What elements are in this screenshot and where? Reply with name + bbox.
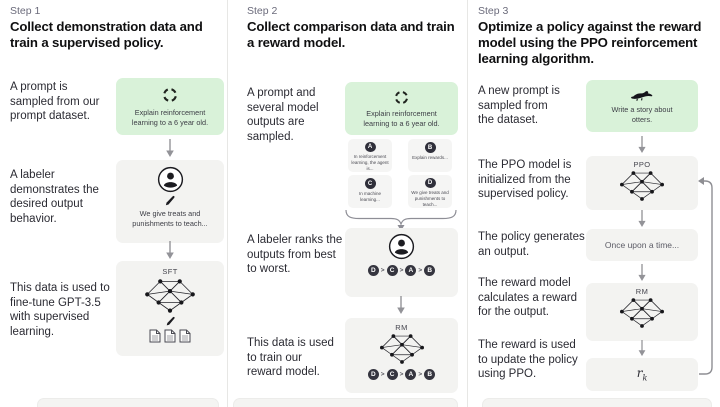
rank-separator: > xyxy=(418,267,423,274)
output-text: Explain rewards... xyxy=(412,155,448,160)
rank-separator: > xyxy=(380,267,385,274)
step3-ppo-box: PPO xyxy=(586,156,698,210)
step3-title: Optimize a policy against the reward mod… xyxy=(478,19,702,67)
step3-prompt-caption: Write a story about otters. xyxy=(611,105,673,124)
down-arrow-icon xyxy=(165,139,175,158)
output-text: We give treats and punishments to teach.… xyxy=(411,190,449,208)
step2-text-train: This data is used to train our reward mo… xyxy=(247,337,334,379)
output-card-b: B Explain rewards... xyxy=(408,139,452,172)
neural-network-icon xyxy=(379,333,425,365)
step2-text-ranks: A labeler ranks the outputs from best to… xyxy=(247,234,343,276)
step2-label: Step 2 xyxy=(247,5,278,17)
labeler-person-icon xyxy=(157,166,184,193)
neural-network-icon xyxy=(619,170,665,202)
labeler-person-icon xyxy=(388,233,415,260)
step1-prompt-box: Explain reinforcement learning to a 6 ye… xyxy=(116,78,224,135)
step1-title: Collect demonstration data and train a s… xyxy=(10,19,203,51)
rank-item: D xyxy=(367,265,379,276)
step3-text-calculates: The reward model calculates a reward for… xyxy=(478,277,578,319)
refresh-icon xyxy=(161,86,179,104)
rank-separator: > xyxy=(399,267,404,274)
rank-item: C xyxy=(386,265,398,276)
sft-label: SFT xyxy=(162,267,178,276)
ppo-label: PPO xyxy=(633,160,651,169)
step1-label: Step 1 xyxy=(10,5,41,17)
step1-text-finetune: This data is used to fine-tune GPT-3.5 w… xyxy=(10,282,110,339)
next-row-box-partial xyxy=(482,398,712,407)
documents-icon xyxy=(149,329,191,343)
step2-text-sampled: A prompt and several model outputs are s… xyxy=(247,87,319,144)
step3-output-box: Once upon a time... xyxy=(586,229,698,261)
next-row-box-partial xyxy=(233,398,458,407)
rank-item: C xyxy=(386,369,398,380)
neural-network-icon xyxy=(144,278,196,314)
step3-output-caption: Once upon a time... xyxy=(604,240,680,250)
step1-prompt-caption: Explain reinforcement learning to a 6 ye… xyxy=(131,107,209,127)
column-divider xyxy=(467,0,468,407)
output-card-a: A In reinforcement learning, the agent i… xyxy=(348,139,392,172)
step3-text-new-prompt: A new prompt is sampled from the dataset… xyxy=(478,85,560,127)
step1-text-prompt: A prompt is sampled from our prompt data… xyxy=(10,81,100,123)
rank-separator: > xyxy=(380,371,385,378)
step2-title: Collect comparison data and train a rewa… xyxy=(247,19,455,51)
rank-item: B xyxy=(424,369,436,380)
step3-rm-box: RM xyxy=(586,283,698,341)
otter-icon xyxy=(630,87,654,102)
output-letter-badge: B xyxy=(424,142,436,153)
down-arrow-icon xyxy=(637,136,647,154)
step2-labeler-box: D > C > A > B xyxy=(345,228,458,297)
down-arrow-icon xyxy=(165,241,175,260)
output-text: In reinforcement learning, the agent is.… xyxy=(351,154,389,172)
step2-rm-box: RM D > C > A xyxy=(345,318,458,393)
step3-text-generates: The policy generates an output. xyxy=(478,231,585,258)
rank-separator: > xyxy=(399,371,404,378)
output-card-c: C In machine learning... xyxy=(348,175,392,208)
output-card-d: D We give treats and punishments to teac… xyxy=(408,175,452,208)
neural-network-icon xyxy=(619,297,665,329)
rm-label: RM xyxy=(395,323,408,332)
output-letter-badge: D xyxy=(424,178,436,189)
output-letter-badge: C xyxy=(364,178,376,189)
step2-prompt-box: Explain reinforcement learning to a 6 ye… xyxy=(345,82,458,135)
output-letter-badge: A xyxy=(364,142,376,153)
next-row-box-partial xyxy=(37,398,219,407)
step3-text-update: The reward is used to update the policy … xyxy=(478,339,578,381)
step1-sft-box: SFT xyxy=(116,261,224,356)
ranking-row: D > C > A > B xyxy=(367,369,436,380)
refresh-icon xyxy=(393,89,410,106)
rank-item: B xyxy=(424,265,436,276)
rm-label: RM xyxy=(635,287,649,296)
down-arrow-icon xyxy=(637,340,647,357)
column-divider xyxy=(227,0,228,407)
step1-labeler-caption: We give treats and punishments to teach.… xyxy=(132,209,208,228)
step3-reward-box: rk xyxy=(586,358,698,391)
rank-item: A xyxy=(405,265,417,276)
rank-item: D xyxy=(367,369,379,380)
step2-prompt-caption: Explain reinforcement learning to a 6 ye… xyxy=(363,108,440,128)
ranking-row: D > C > A > B xyxy=(367,265,436,276)
step3-text-init: The PPO model is initialized from the su… xyxy=(478,159,572,201)
down-arrow-icon xyxy=(637,210,647,228)
pencil-icon xyxy=(164,195,176,207)
output-text: In machine learning... xyxy=(358,191,381,202)
feedback-loop-arrow-icon xyxy=(697,172,717,382)
step3-label: Step 3 xyxy=(478,5,509,17)
pencil-icon xyxy=(165,316,176,327)
down-arrow-icon xyxy=(396,296,406,315)
rank-separator: > xyxy=(418,371,423,378)
step1-text-labeler: A labeler demonstrates the desired outpu… xyxy=(10,169,99,226)
down-arrow-icon xyxy=(637,264,647,282)
reward-value: rk xyxy=(636,366,648,383)
rank-item: A xyxy=(405,369,417,380)
step3-prompt-box: Write a story about otters. xyxy=(586,80,698,132)
step1-labeler-box: We give treats and punishments to teach.… xyxy=(116,160,224,243)
